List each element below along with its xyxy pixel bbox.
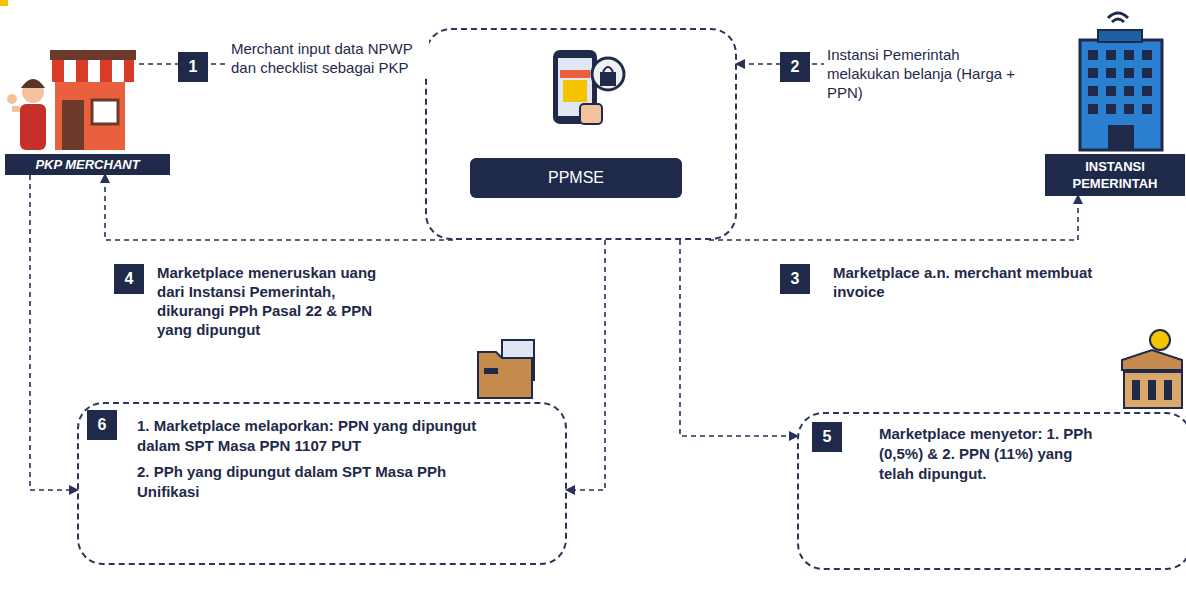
callout-number: 3	[780, 264, 810, 294]
corner-mark	[0, 0, 8, 6]
actor-box: INSTANSI PEMERINTAH	[1045, 0, 1185, 196]
bank-icon	[1122, 330, 1182, 408]
flow-connector	[105, 175, 453, 240]
actor-box: PKP MERCHANT	[5, 40, 170, 175]
callout-number: 4	[114, 264, 144, 294]
dashed-region: 1. Marketplace melaporkan: PPN yang dipu…	[77, 402, 567, 565]
step-label: Merchant input data NPWP dan checklist s…	[228, 38, 429, 78]
dashed-region: Marketplace menyetor: 1. PPh (0,5%) & 2.…	[797, 412, 1186, 570]
folder-icon	[478, 340, 534, 398]
merchant-icon	[7, 50, 136, 150]
dashed-region: PPMSE	[425, 28, 737, 240]
callout-number: 1	[178, 52, 208, 82]
step-label: Marketplace a.n. merchant membuat invoic…	[830, 262, 1126, 302]
government-building-icon	[1080, 13, 1162, 150]
marketplace-phone-icon	[553, 50, 624, 124]
flow-connector	[709, 196, 1078, 240]
report-text: 1. Marketplace melaporkan: PPN yang dipu…	[137, 416, 482, 456]
report-text: 2. PPh yang dipungut dalam SPT Masa PPh …	[137, 462, 482, 502]
payment-text: Marketplace menyetor: 1. PPh (0,5%) & 2.…	[879, 424, 1094, 484]
step-label: Instansi Pemerintah melakukan belanja (H…	[824, 44, 1030, 103]
flow-connector	[567, 240, 605, 490]
actor-label: PKP MERCHANT	[5, 154, 170, 175]
callout-number: 6	[87, 410, 117, 440]
platform-label: PPMSE	[470, 158, 682, 198]
step-label: Marketplace meneruskan uang dari Instans…	[154, 262, 405, 340]
actor-label: INSTANSI PEMERINTAH	[1045, 154, 1185, 196]
callout-number: 2	[780, 52, 810, 82]
flow-connector	[30, 175, 77, 490]
callout-number: 5	[812, 422, 842, 452]
